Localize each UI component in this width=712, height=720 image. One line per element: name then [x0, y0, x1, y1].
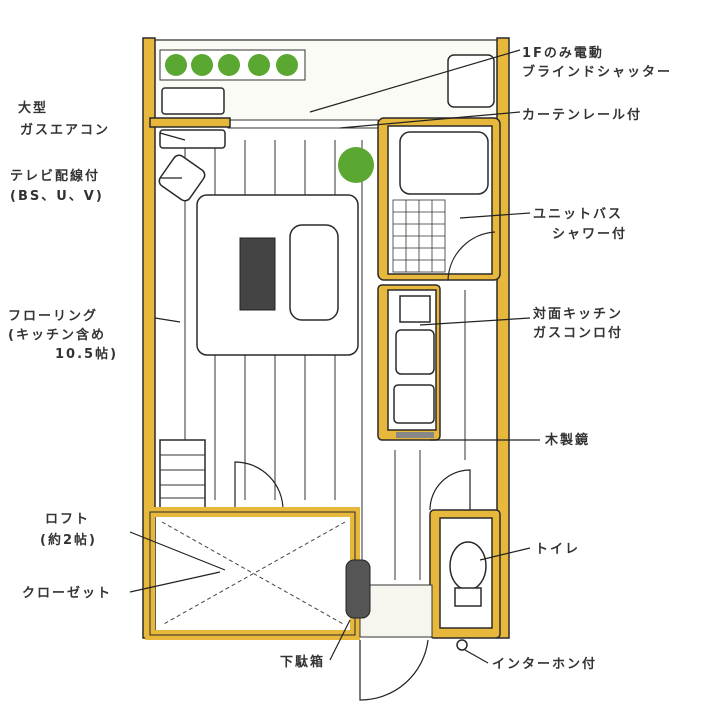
sofa — [289, 224, 339, 321]
intercom — [456, 639, 468, 651]
top-wall — [149, 117, 231, 128]
balcony — [149, 39, 503, 129]
toilet-room — [429, 469, 501, 639]
label-aircon: 大型ガスエアコン — [18, 100, 110, 138]
entrance — [359, 584, 433, 638]
gas-stove — [399, 295, 431, 323]
entrance-door — [359, 639, 429, 701]
leader-lines — [129, 49, 540, 664]
label-bath: ユニットバスシャワー付 — [533, 207, 627, 242]
kitchen-counter — [377, 284, 441, 441]
label-mirror: 木製鏡 — [544, 432, 590, 448]
sink — [395, 329, 435, 375]
label-intercom: インターホン付 — [492, 656, 597, 672]
outdoor-unit — [161, 87, 225, 115]
washer — [447, 54, 495, 108]
plant-pots — [159, 49, 306, 81]
label-tv: テレビ配線付(BS、U、V) — [10, 168, 104, 204]
label-shoebox: 下駄箱 — [280, 654, 325, 670]
shoe-box — [345, 559, 371, 619]
label-curtain: カーテンレール付 — [522, 107, 642, 123]
label-closet: クローゼット — [22, 585, 112, 601]
label-loft: ロフト(約2帖) — [40, 512, 97, 548]
door-swing — [234, 461, 284, 511]
house-plant — [338, 147, 374, 183]
label-shutter: 1Fのみ電動ブラインドシャッター — [522, 45, 672, 80]
air-conditioner — [159, 129, 226, 149]
label-toilet: トイレ — [535, 542, 580, 557]
loft-stairs — [159, 439, 206, 511]
closet — [145, 507, 360, 640]
label-kitchen: 対面キッチンガスコンロ付 — [532, 306, 623, 341]
unit-bath — [377, 117, 501, 281]
fridge — [393, 384, 435, 424]
coffee-table — [239, 237, 276, 311]
mirror — [396, 432, 434, 438]
